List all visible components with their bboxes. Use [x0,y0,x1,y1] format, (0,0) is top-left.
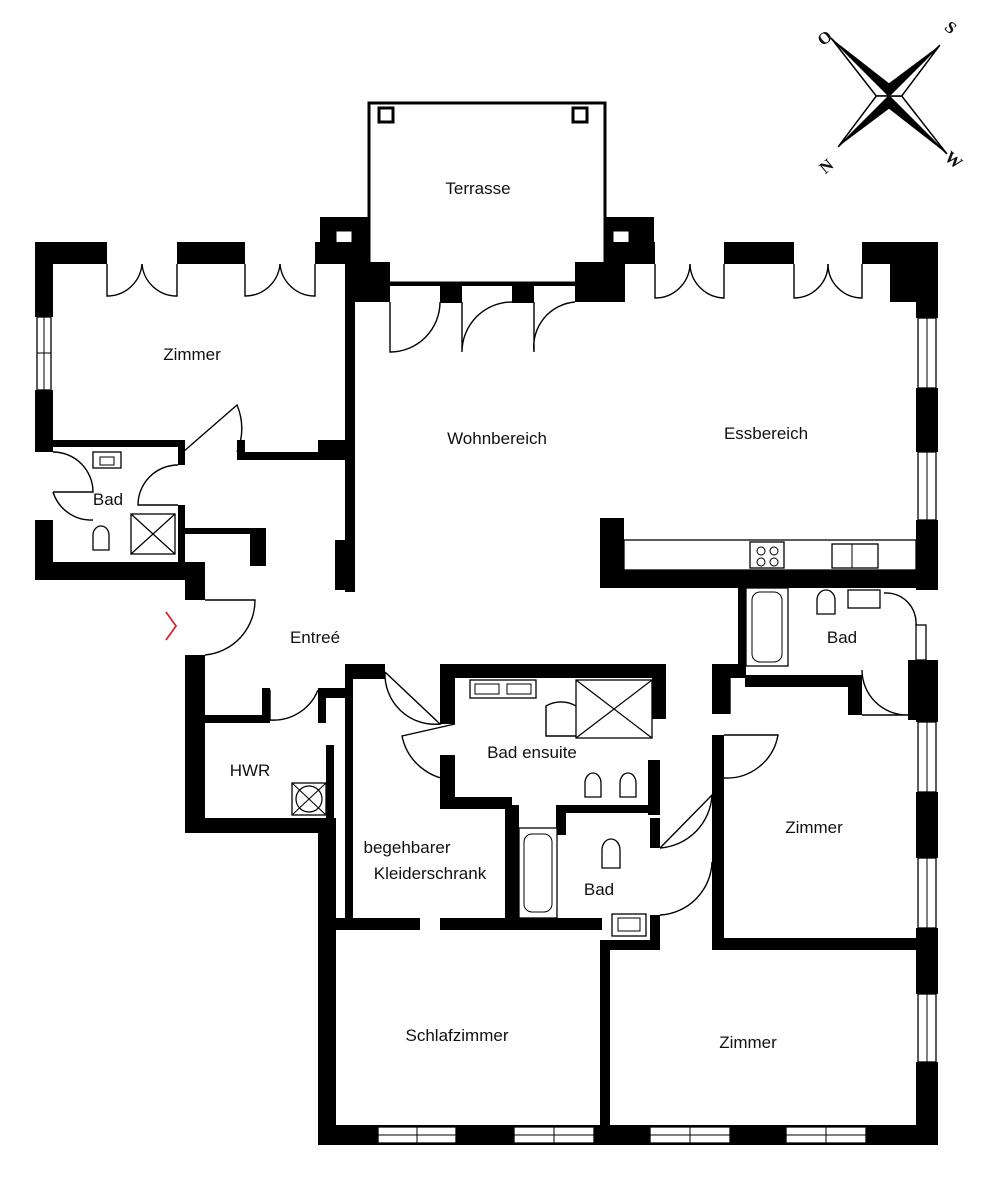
label-bad-ensuite: Bad ensuite [487,743,577,762]
label-zimmer-east: Zimmer [785,818,843,837]
compass-label-o: O [814,26,836,49]
compass-rose-icon [830,37,948,155]
windows [36,316,937,1144]
label-zimmer-se: Zimmer [719,1033,777,1052]
entrance-chevron-icon [165,611,178,641]
doors [52,263,917,916]
room-labels: Terrasse Zimmer Bad Wohnbereich Essberei… [93,179,857,1052]
label-entree: Entreé [290,628,340,647]
label-wohnbereich: Wohnbereich [447,429,547,448]
compass-label-s: S [941,17,960,38]
outer-walls [35,242,938,1145]
label-terrasse: Terrasse [445,179,510,198]
label-bad-east: Bad [827,628,857,647]
label-schlafzimmer: Schlafzimmer [406,1026,509,1045]
label-hwr: HWR [230,761,271,780]
compass-label-n: N [816,155,838,178]
fixtures [92,451,917,937]
label-bad-center: Bad [584,880,614,899]
label-walk-in-2: Kleiderschrank [374,864,487,883]
label-walk-in-1: begehbarer [364,838,451,857]
interior-walls [53,262,916,1130]
label-essbereich: Essbereich [724,424,808,443]
label-bad-west: Bad [93,490,123,509]
label-zimmer-nw: Zimmer [163,345,221,364]
